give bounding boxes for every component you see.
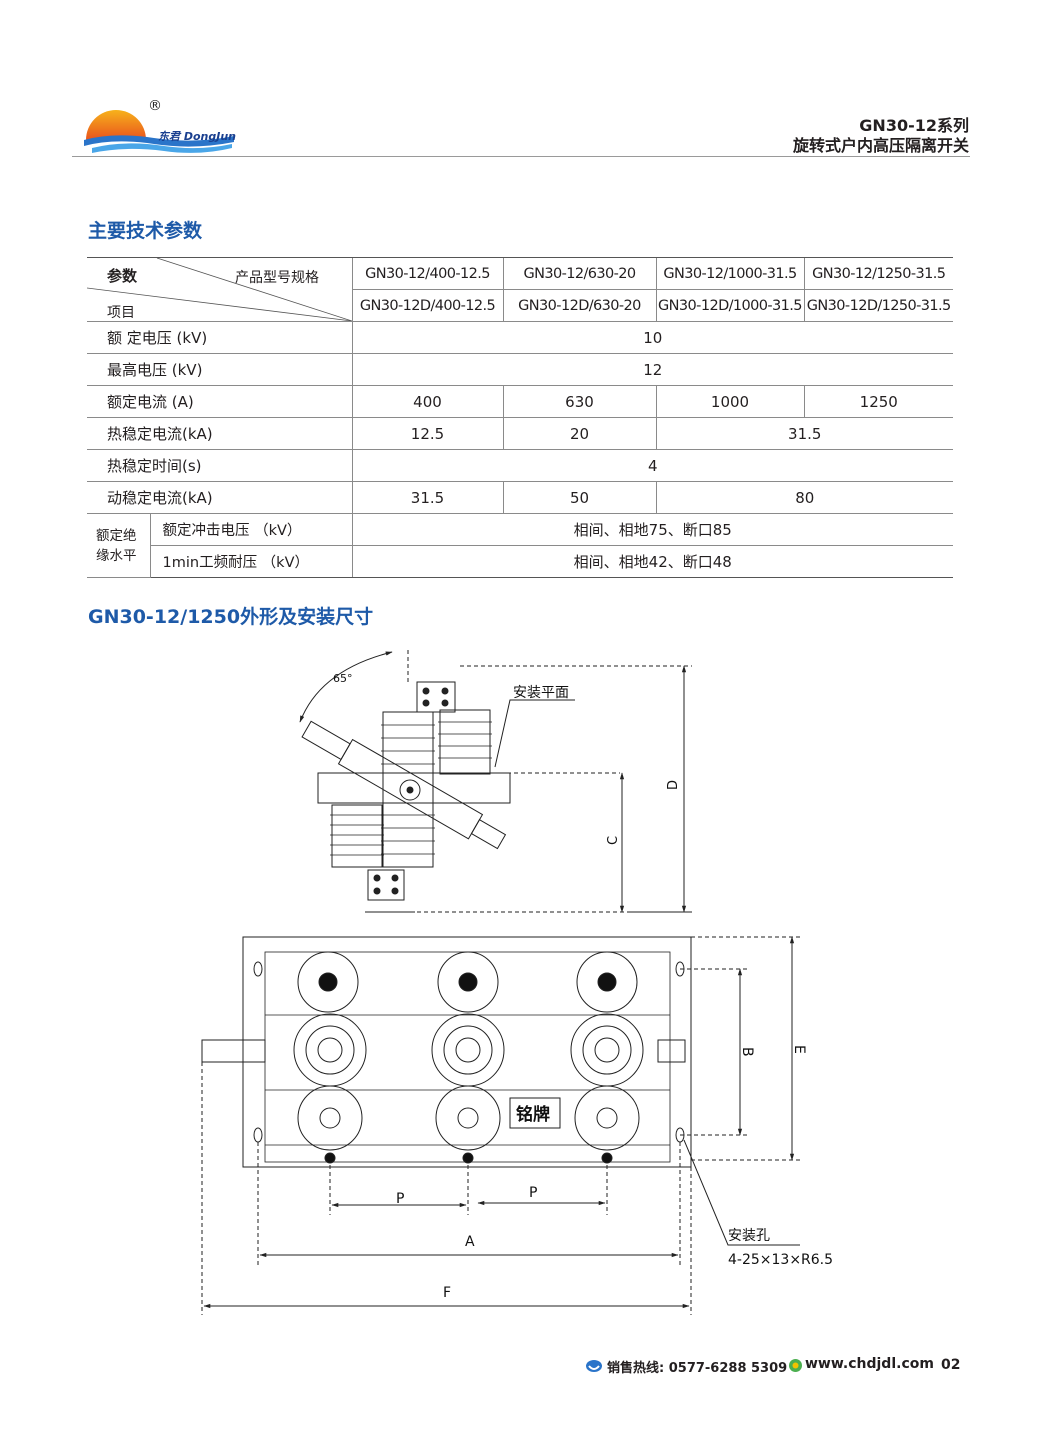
row-label: 动稳定电流(kA) xyxy=(87,481,352,514)
dim-p1-label: P xyxy=(396,1191,404,1207)
model-cell: GN30-12D/1250-31.5 xyxy=(803,289,953,322)
row-label: 热稳定时间(s) xyxy=(87,449,352,482)
table-row: 额定绝缘水平 额定冲击电压 （kV） 相间、相地75、断口85 xyxy=(87,513,953,578)
row-label: 1min工频耐压 （kV） xyxy=(149,545,352,578)
nameplate-label: 铭牌 xyxy=(516,1104,550,1125)
website-link[interactable]: www.chdjdl.com xyxy=(805,1356,934,1372)
pole-1 xyxy=(293,951,367,1164)
row-value: 1000 xyxy=(655,385,804,418)
row-label: 额定冲击电压 （kV） xyxy=(149,513,352,546)
table-row: 动稳定电流(kA) 31.5 50 80 xyxy=(87,481,953,514)
row-value: 12 xyxy=(351,353,953,386)
spec-table: 参数 产品型号规格 项目 GN30-12/400-12.5 GN30-12/63… xyxy=(87,257,953,578)
row-value: 80 xyxy=(655,481,953,514)
row-value: 10 xyxy=(351,321,953,354)
phone-icon xyxy=(586,1360,602,1372)
dim-f-label: F xyxy=(443,1285,451,1301)
model-cell: GN30-12D/630-20 xyxy=(502,289,656,322)
side-view xyxy=(299,650,692,913)
row-label: 额定电流 (A) xyxy=(87,385,352,418)
mount-plane-label: 安装平面 xyxy=(513,685,569,701)
section-title-parameters: 主要技术参数 xyxy=(88,220,203,242)
row-value: 1250 xyxy=(803,385,953,418)
model-cell: GN30-12/1000-31.5 xyxy=(655,257,804,290)
dim-d-label: D xyxy=(666,780,681,790)
table-corner-cell: 参数 产品型号规格 项目 xyxy=(87,257,352,322)
corner-spec-label: 产品型号规格 xyxy=(235,270,319,286)
dim-b-label: B xyxy=(739,1047,755,1057)
brand-name: 东君 DongJun xyxy=(158,130,236,143)
insulation-group-label: 额定绝缘水平 xyxy=(87,513,150,578)
header-divider xyxy=(72,156,970,157)
footer: 销售热线: 0577-6288 5309 www.chdjdl.com 02 xyxy=(585,1356,965,1376)
model-cell: GN30-12D/1000-31.5 xyxy=(655,289,804,322)
product-title: 旋转式户内高压隔离开关 xyxy=(792,136,969,155)
registered-mark: ® xyxy=(148,98,162,114)
table-row: 额定电流 (A) 400 630 1000 1250 xyxy=(87,385,953,418)
pole-2 xyxy=(431,951,505,1164)
table-row: 热稳定时间(s) 4 xyxy=(87,449,953,482)
globe-icon xyxy=(789,1359,802,1372)
plan-view xyxy=(201,936,800,1315)
row-value: 4 xyxy=(351,449,953,482)
row-value: 相间、相地75、断口85 xyxy=(351,513,953,546)
dim-e-label: E xyxy=(791,1045,807,1054)
row-value: 12.5 xyxy=(351,417,503,450)
row-value: 31.5 xyxy=(655,417,953,450)
row-value: 20 xyxy=(502,417,656,450)
table-row: 1min工频耐压 （kV） 相间、相地42、断口48 xyxy=(87,545,953,578)
section-title-dimensions: GN30-12/1250外形及安装尺寸 xyxy=(88,606,374,628)
sales-hotline: 销售热线: 0577-6288 5309 xyxy=(607,1361,788,1376)
row-value: 相间、相地42、断口48 xyxy=(351,545,953,578)
corner-diagonals xyxy=(87,258,352,321)
mount-hole-label: 安装孔 xyxy=(728,1228,770,1244)
model-cell: GN30-12/630-20 xyxy=(502,257,656,290)
dim-p2-label: P xyxy=(529,1185,537,1201)
mount-hole-spec: 4-25×13×R6.5 xyxy=(728,1252,833,1268)
corner-item-label: 项目 xyxy=(107,305,135,321)
dimension-drawing: 65° 安装平面 C D B E P P A F 铭牌 安装孔 4-25×13×… xyxy=(201,650,833,1315)
table-row-models-2: GN30-12D/400-12.5 GN30-12D/630-20 GN30-1… xyxy=(87,289,953,322)
corner-param-label: 参数 xyxy=(107,267,138,285)
row-label: 最高电压 (kV) xyxy=(87,353,352,386)
row-label: 热稳定电流(kA) xyxy=(87,417,352,450)
model-cell: GN30-12/1250-31.5 xyxy=(803,257,953,290)
page-number: 02 xyxy=(941,1357,961,1373)
table-row-models-1: 参数 产品型号规格 项目 GN30-12/400-12.5 GN30-12/63… xyxy=(87,257,953,322)
dongjun-logo xyxy=(84,110,234,153)
row-value: 630 xyxy=(502,385,656,418)
row-label: 额 定电压 (kV) xyxy=(87,321,352,354)
table-row: 热稳定电流(kA) 12.5 20 31.5 xyxy=(87,417,953,450)
table-row: 额 定电压 (kV) 10 xyxy=(87,321,953,354)
model-cell: GN30-12D/400-12.5 xyxy=(351,289,503,322)
dim-c-label: C xyxy=(606,836,621,845)
row-value: 31.5 xyxy=(351,481,503,514)
series-title: GN30-12系列 xyxy=(859,116,969,135)
row-value: 50 xyxy=(502,481,656,514)
pole-3 xyxy=(570,951,644,1164)
dim-a-label: A xyxy=(465,1234,475,1250)
model-cell: GN30-12/400-12.5 xyxy=(351,257,503,290)
table-row: 最高电压 (kV) 12 xyxy=(87,353,953,386)
row-value: 400 xyxy=(351,385,503,418)
angle-label: 65° xyxy=(333,672,353,685)
